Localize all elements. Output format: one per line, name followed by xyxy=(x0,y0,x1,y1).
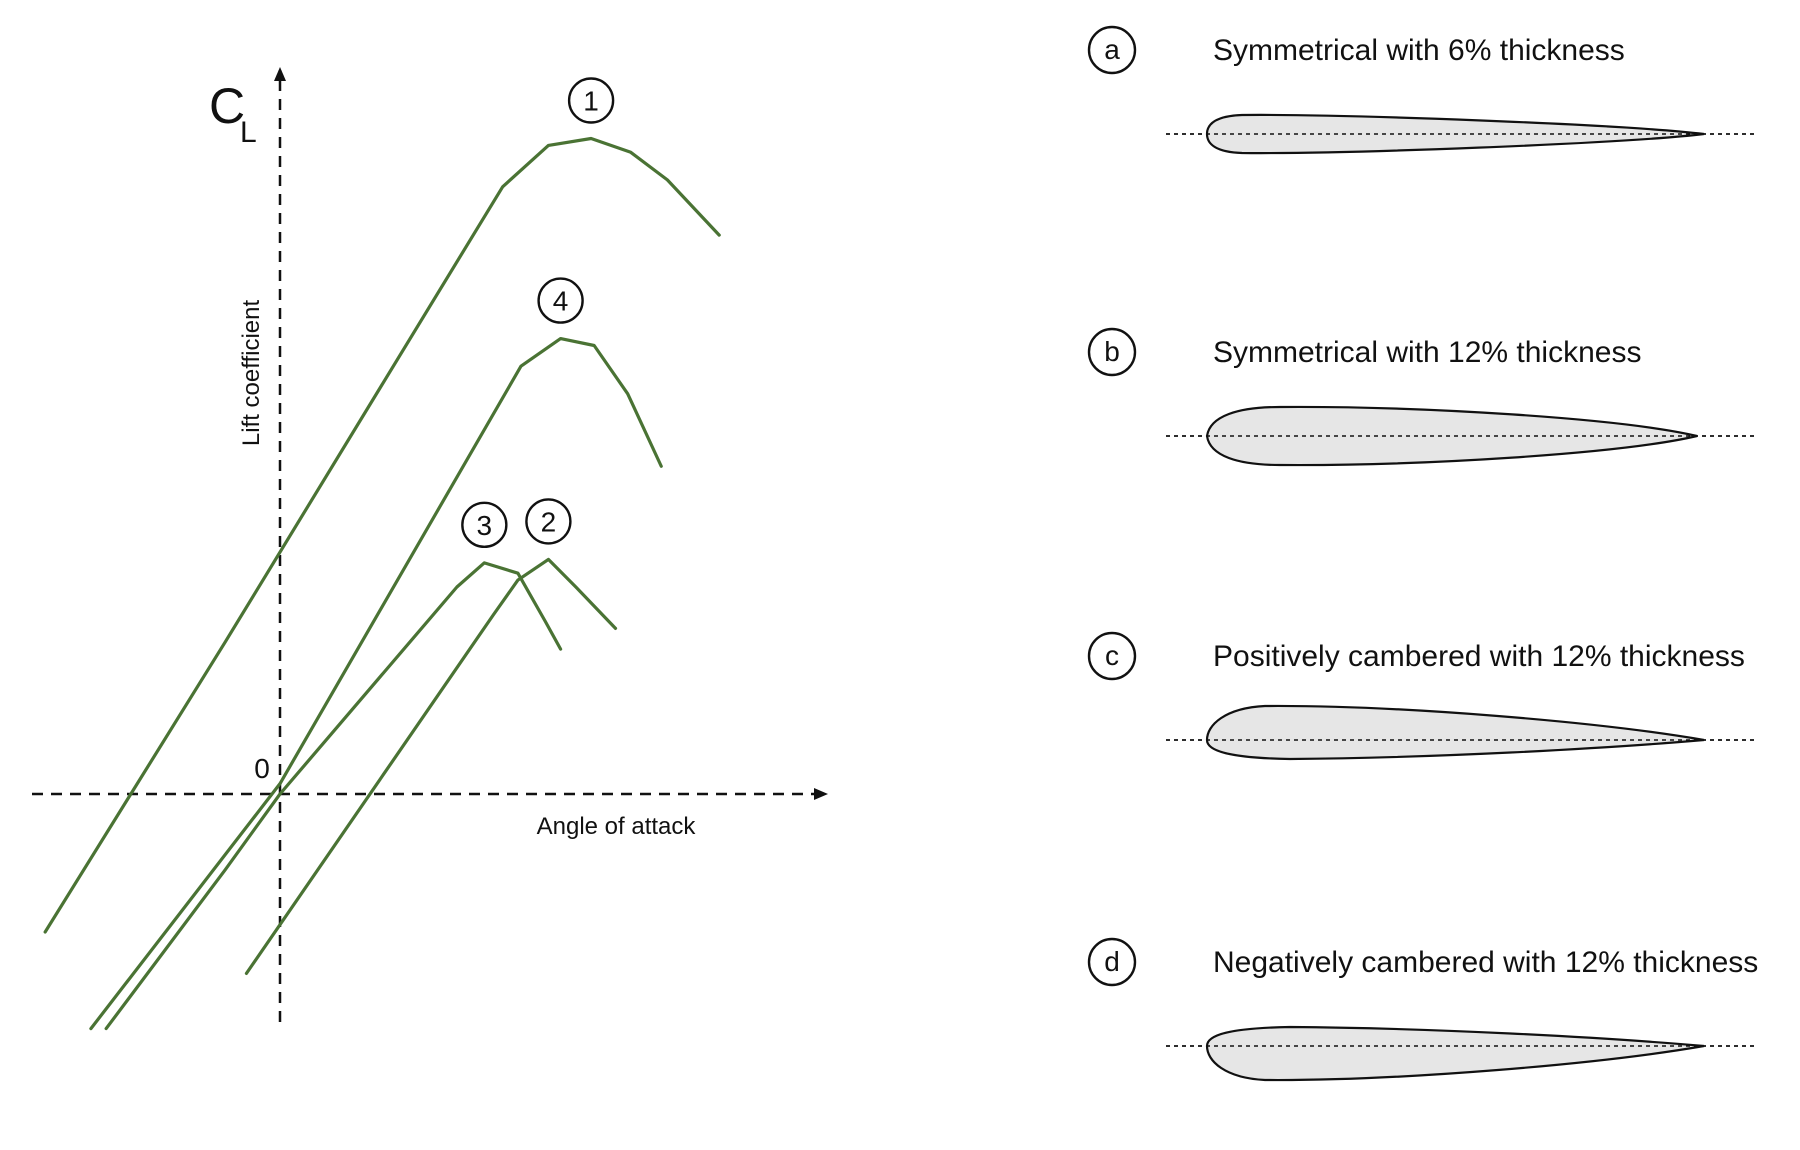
curve-4 xyxy=(89,337,663,1031)
airfoil-shape xyxy=(1205,1025,1705,1082)
curve-marker-label: 1 xyxy=(583,86,599,117)
legend-label: Symmetrical with 6% thickness xyxy=(1213,34,1625,67)
curve-marker-circle xyxy=(525,498,572,545)
legend-label: Symmetrical with 12% thickness xyxy=(1213,336,1641,369)
legend-badge xyxy=(1087,937,1137,987)
x-axis-label: Angle of attack xyxy=(537,813,697,840)
curve-marker-4: 4 xyxy=(537,277,584,324)
airfoil-legend: a Symmetrical with 6% thickness b Symmetric… xyxy=(1087,25,1758,1082)
curve-marker-label: 4 xyxy=(553,286,569,317)
curve-2 xyxy=(244,557,618,975)
chart-plot: C L Lift coefficient Angle of attack 0 1… xyxy=(32,67,828,1031)
curve-1 xyxy=(43,136,721,934)
curve-marker-label: 2 xyxy=(541,506,557,537)
legend-badge xyxy=(1087,327,1137,377)
series-layer: 1 2 3 4 xyxy=(43,77,721,1031)
legend-badge-label: c xyxy=(1105,640,1119,671)
curve-3 xyxy=(104,561,563,1031)
legend-badge-label: d xyxy=(1104,946,1120,977)
curve-marker-1: 1 xyxy=(567,77,615,124)
origin-label: 0 xyxy=(254,753,270,784)
legend-badge xyxy=(1087,25,1137,75)
legend-label: Positively cambered with 12% thickness xyxy=(1213,640,1745,673)
legend-row-a: a Symmetrical with 6% thickness xyxy=(1087,25,1755,155)
legend-row-c: c Positively cambered with 12% thickness xyxy=(1087,631,1755,761)
curve-marker-circle xyxy=(461,501,508,549)
legend-badge-label: b xyxy=(1104,336,1120,367)
airfoil-shape xyxy=(1205,704,1705,761)
y-axis-symbol-subscript: L xyxy=(240,116,257,149)
y-axis-symbol: C xyxy=(209,78,245,134)
legend-row-b: b Symmetrical with 12% thickness xyxy=(1087,327,1755,467)
legend-badge xyxy=(1087,631,1137,681)
curve-marker-3: 3 xyxy=(461,501,508,549)
curve-marker-circle xyxy=(537,277,584,324)
curve-marker-circle xyxy=(567,77,615,124)
legend-label: Negatively cambered with 12% thickness xyxy=(1213,946,1758,979)
y-axis-label: Lift coefficient xyxy=(238,300,265,447)
legend-badge-label: a xyxy=(1104,34,1120,65)
curve-marker-2: 2 xyxy=(525,498,572,545)
curve-marker-label: 3 xyxy=(477,510,493,541)
legend-row-d: d Negatively cambered with 12% thickness xyxy=(1087,937,1758,1082)
